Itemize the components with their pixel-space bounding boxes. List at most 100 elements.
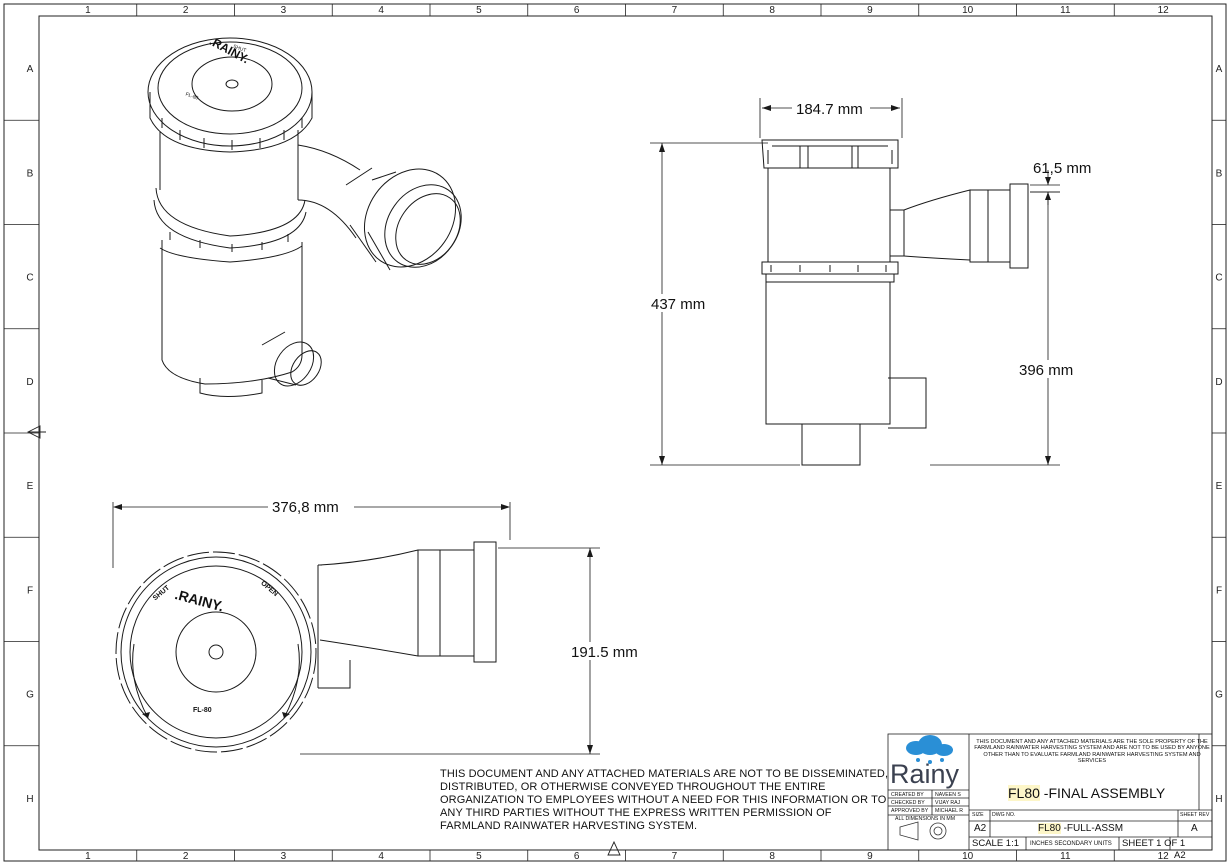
zone-row-left-H: H — [26, 794, 33, 805]
zone-row-right-G: G — [1215, 690, 1223, 701]
units-note: ALL DIMENSIONS IN MM — [895, 816, 956, 822]
front-outlet-sleeve — [969, 189, 1011, 263]
outer-border — [3, 3, 1227, 862]
iso-outlet-inner-1 — [384, 184, 462, 268]
zone-col-top-5: 5 — [476, 5, 482, 16]
dim-line-body-height — [930, 191, 1060, 466]
dim-bg-body — [1016, 360, 1082, 378]
zone-row-right-B: B — [1216, 168, 1223, 179]
iso-drain-outer — [273, 341, 315, 387]
dim-plan-length: 376,8 mm — [272, 499, 339, 516]
sheet-size: A2 — [1174, 850, 1186, 861]
plan-lid-open: OPEN — [259, 580, 279, 598]
front-outlet-ring — [1009, 183, 1029, 269]
plan-outlet-pipe — [319, 549, 419, 657]
front-lid — [761, 139, 899, 169]
zone-col-bottom-9: 9 — [867, 851, 873, 862]
logo-cloud-icon — [906, 735, 953, 764]
title-code: FL80 — [1008, 785, 1040, 801]
plan-outlet-ring — [473, 541, 497, 663]
iso-outlet-pipe — [297, 144, 361, 239]
center-mark-bottom — [607, 840, 621, 856]
plan-body-edge — [317, 564, 351, 689]
plan-lid-brand: .RAINY. — [173, 586, 225, 614]
zone-col-top-11: 11 — [1060, 5, 1071, 16]
scale-value: SCALE 1:1 — [972, 838, 1019, 849]
dim-top-width: 184.7 mm — [796, 101, 863, 118]
zone-col-top-6: 6 — [574, 5, 580, 16]
inner-border — [38, 15, 1213, 851]
checked-by-label: CHECKED BY — [891, 800, 925, 806]
zone-row-right-F: F — [1216, 585, 1222, 596]
iso-drain-edges — [261, 331, 297, 386]
plan-lid-model: FL-80 — [193, 707, 212, 714]
dwg-no-label: DWG NO. — [992, 812, 1016, 818]
iso-collar-3 — [159, 245, 303, 263]
zone-col-bottom-7: 7 — [672, 851, 678, 862]
zone-row-right-H: H — [1215, 794, 1222, 805]
distribution-notice: THIS DOCUMENT AND ANY ATTACHED MATERIALS… — [440, 768, 889, 832]
zone-col-top-7: 7 — [672, 5, 678, 16]
dim-line-plan-width — [300, 547, 600, 755]
zone-col-top-9: 9 — [867, 5, 873, 16]
dwg-code: FL80 — [1038, 823, 1061, 834]
iso-drain-inner — [290, 350, 322, 386]
plan-arrow-shut — [132, 643, 149, 719]
plan-lid-teeth — [115, 551, 317, 753]
front-view — [650, 98, 1060, 466]
dim-overall-height: 437 mm — [651, 296, 705, 313]
zone-col-bottom-2: 2 — [183, 851, 189, 862]
dim-bg-plan-width — [568, 642, 652, 660]
plan-lid-cap — [175, 611, 257, 693]
rev-label: SHEET REV — [1180, 812, 1210, 818]
created-by-value: NAVEEN S — [935, 792, 961, 798]
zone-col-bottom-4: 4 — [378, 851, 384, 862]
center-mark-left — [26, 425, 46, 439]
iso-lid-model: FL-80 — [185, 92, 200, 102]
iso-lid-shut: SHUT — [232, 44, 247, 54]
size-label: SIZE — [972, 812, 984, 818]
zone-col-top-2: 2 — [183, 5, 189, 16]
zone-col-top-12: 12 — [1158, 5, 1170, 16]
iso-outlet-bands — [345, 167, 397, 271]
front-lower-body — [765, 282, 891, 425]
zone-col-top-3: 3 — [281, 5, 287, 16]
front-collar — [761, 261, 899, 283]
zone-row-right-A: A — [1216, 64, 1223, 75]
property-notice: THIS DOCUMENT AND ANY ATTACHED MATERIALS… — [974, 739, 1210, 765]
plan-lid-shut: SHUT — [152, 584, 172, 602]
zone-col-bottom-11: 11 — [1060, 851, 1071, 862]
approved-by-label: APPROVED BY — [891, 808, 929, 814]
zone-col-bottom-12: 12 — [1158, 851, 1170, 862]
created-by-label: CREATED BY — [891, 792, 924, 798]
iso-outlet-inner-2 — [395, 193, 461, 265]
rev-value: A — [1191, 823, 1198, 834]
zone-row-right-C: C — [1215, 273, 1222, 284]
drawing-title: FL80 -FINAL ASSEMBLY — [1008, 785, 1165, 801]
projection-symbol-icon — [899, 821, 947, 841]
iso-lid-cap — [191, 56, 273, 112]
dwg-text: -FULL-ASSM — [1060, 823, 1124, 834]
size-value: A2 — [974, 823, 987, 834]
company-logo: Rainy — [890, 759, 960, 789]
plan-outlet-sleeve — [417, 549, 475, 657]
dim-bg-plan-length — [268, 498, 354, 516]
front-drain — [888, 377, 927, 429]
units-secondary: INCHES SECONDARY UNITS — [1030, 841, 1112, 847]
drawing-number: FL80 -FULL-ASSM — [1038, 823, 1123, 834]
iso-lower-body — [161, 240, 303, 385]
zone-col-bottom-6: 6 — [574, 851, 580, 862]
zone-col-top-10: 10 — [962, 5, 974, 16]
zone-col-bottom-5: 5 — [476, 851, 482, 862]
dim-outlet-height: 61,5 mm — [1033, 160, 1091, 177]
title-block-grid — [887, 733, 1213, 851]
sheet-count: SHEET 1 OF 1 — [1122, 838, 1186, 849]
zone-row-left-C: C — [26, 273, 33, 284]
zone-row-left-E: E — [27, 481, 34, 492]
plan-lid-rim — [129, 565, 303, 739]
zone-row-right-E: E — [1216, 481, 1223, 492]
iso-collar-tabs — [169, 232, 289, 252]
iso-upper-body — [159, 130, 299, 200]
zone-col-bottom-1: 1 — [85, 851, 91, 862]
dim-bg-top — [792, 100, 870, 118]
